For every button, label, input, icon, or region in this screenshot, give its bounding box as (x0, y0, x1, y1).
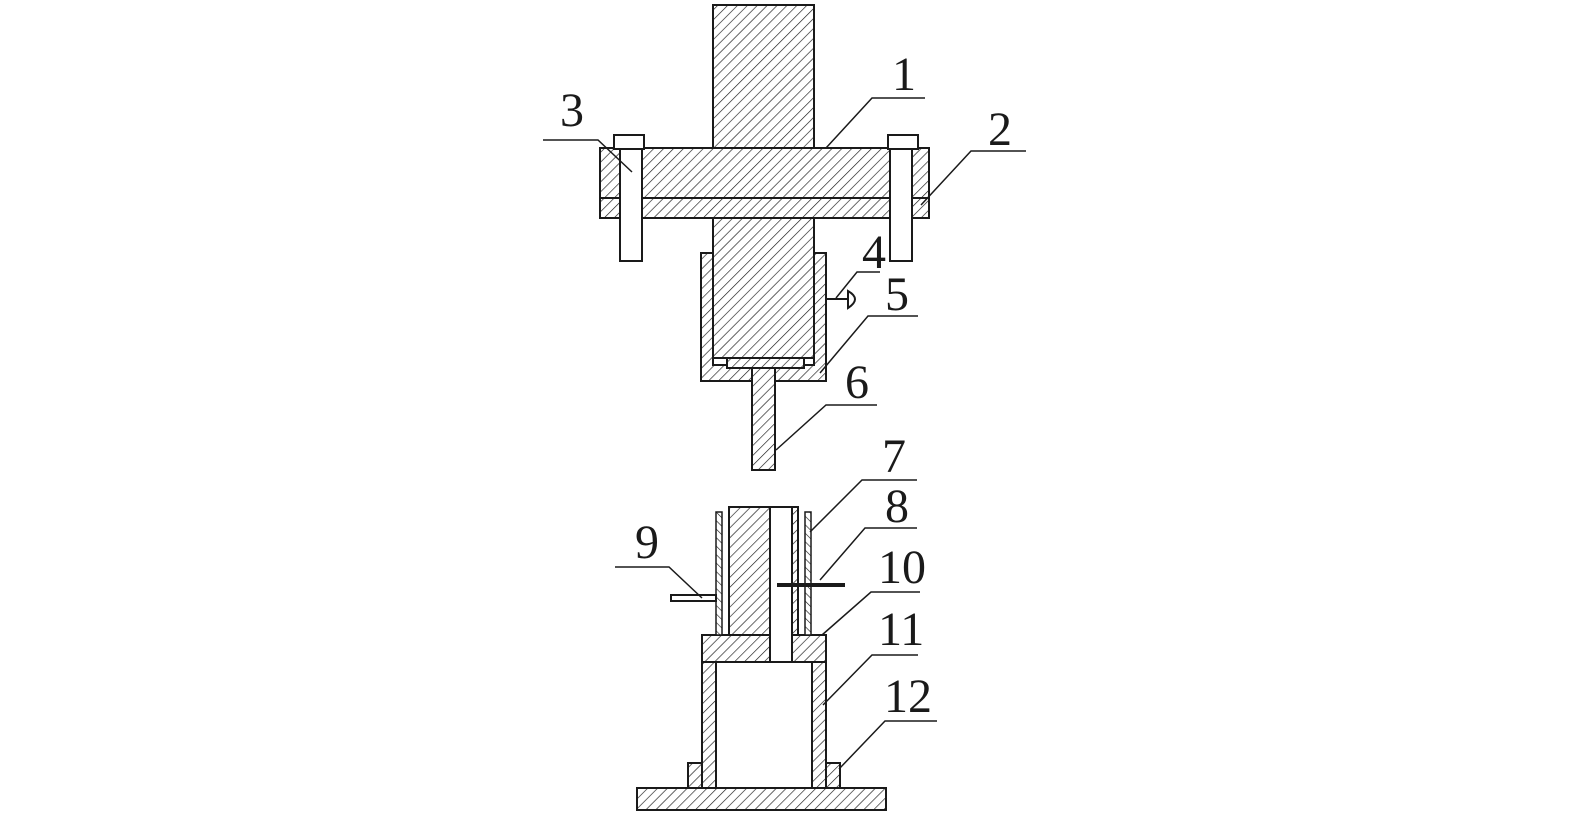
leader-10 (821, 591, 920, 636)
label-4: 4 (862, 226, 886, 279)
press-plate (726, 357, 805, 369)
heater-wall-right (804, 511, 812, 636)
punch-column-upper (712, 4, 815, 149)
leader-5 (819, 315, 918, 374)
stem (751, 367, 776, 471)
base-plate (636, 787, 887, 811)
label-9: 9 (635, 516, 659, 569)
punch-body-lower (712, 217, 815, 359)
foot-collar-right (825, 762, 841, 789)
leader-9 (615, 566, 703, 599)
label-6: 6 (845, 356, 869, 409)
leader-7 (809, 479, 917, 533)
leader-6 (775, 404, 877, 451)
label-1: 1 (892, 48, 916, 101)
heater-wall-left (715, 511, 723, 636)
leader-12 (838, 720, 937, 770)
label-5: 5 (885, 268, 909, 321)
leader-11 (822, 654, 918, 706)
leader-3 (543, 139, 633, 173)
cylinder-wall-left (701, 661, 717, 789)
foot-collar-left (687, 762, 703, 789)
leader-1 (825, 97, 925, 149)
label-12: 12 (884, 670, 932, 723)
leader-8 (819, 527, 917, 581)
label-3: 3 (560, 84, 584, 137)
bolt-right-head (887, 134, 919, 150)
lower-flange-plate (599, 197, 930, 219)
label-10: 10 (878, 541, 926, 594)
upper-flange (599, 147, 930, 199)
leader-2 (920, 150, 1026, 206)
sleeve (700, 252, 827, 382)
label-7: 7 (882, 430, 906, 483)
label-11: 11 (878, 603, 924, 656)
label-2: 2 (988, 103, 1012, 156)
die-base (701, 634, 827, 663)
cylinder-wall-right (811, 661, 827, 789)
bolt-left-head (613, 134, 645, 150)
screw-head (847, 289, 856, 310)
bolt-left-shank (619, 148, 643, 262)
thermocouple (670, 594, 717, 602)
label-8: 8 (885, 480, 909, 533)
leader-4 (835, 271, 880, 299)
bolt-right-shank (889, 148, 913, 262)
